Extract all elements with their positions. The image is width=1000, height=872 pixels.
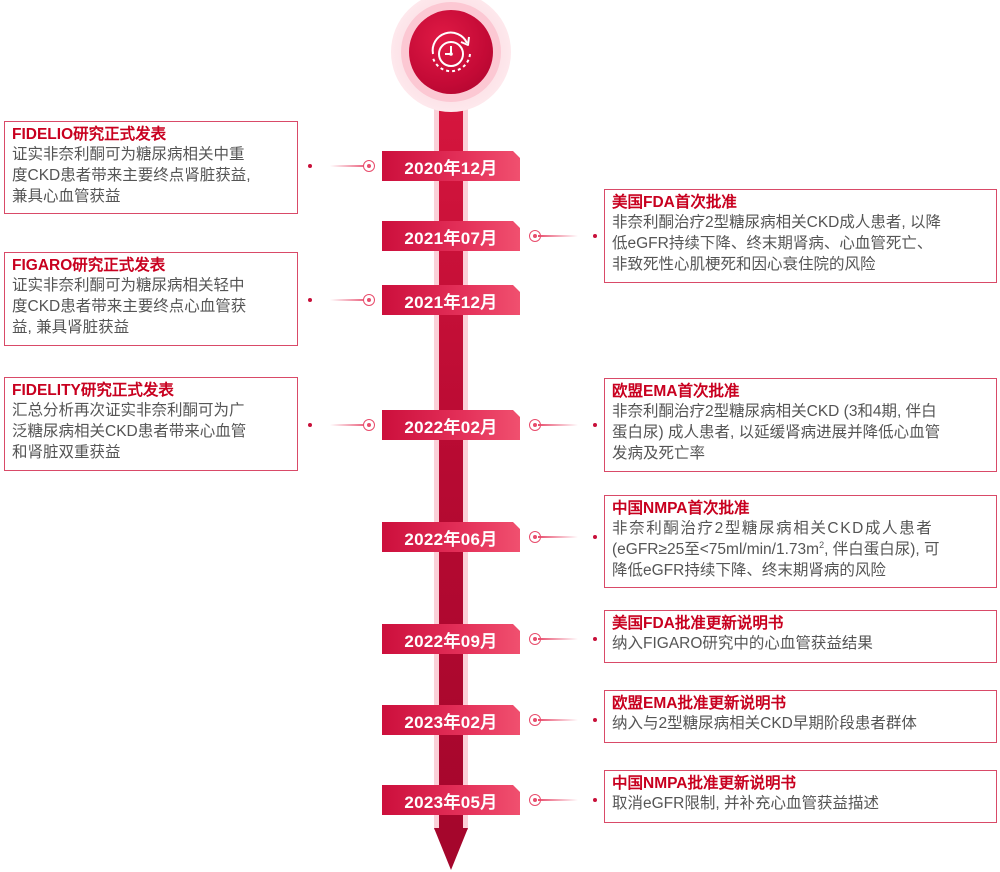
superscript: 2 — [819, 539, 825, 550]
event-body-line: 益, 兼具肾脏获益 — [12, 319, 130, 336]
date-label: 2022年02月 — [382, 410, 520, 440]
connector-ring-icon — [363, 160, 375, 172]
date-label: 2021年07月 — [382, 221, 520, 251]
event-card-fda-approval: 美国FDA首次批准 非奈利酮治疗2型糖尿病相关CKD成人患者, 以降 低eGFR… — [604, 189, 997, 283]
clock-refresh-icon — [409, 10, 493, 94]
connector-line — [538, 235, 578, 237]
event-card-fda-label-update: 美国FDA批准更新说明书 纳入FIGARO研究中的心血管获益结果 — [604, 610, 997, 663]
event-body-line: 发病及死亡率 — [612, 445, 706, 462]
event-body-text: , 伴白蛋白尿), 可 — [824, 541, 940, 558]
event-title: 中国NMPA首次批准 — [612, 500, 750, 517]
event-body-line: 非致死性心肌梗死和因心衰住院的风险 — [612, 256, 876, 273]
event-title: 美国FDA批准更新说明书 — [612, 615, 784, 632]
connector-dot — [593, 423, 597, 427]
event-title: 美国FDA首次批准 — [612, 194, 737, 211]
connector-dot — [308, 423, 312, 427]
event-title: 中国NMPA批准更新说明书 — [612, 775, 796, 792]
event-body-line: 非奈利酮治疗2型糖尿病相关CKD成人患者 — [612, 520, 934, 537]
date-label: 2023年02月 — [382, 705, 520, 735]
connector-ring-icon — [363, 419, 375, 431]
event-card-fidelio: FIDELIO研究正式发表 证实非奈利酮可为糖尿病相关中重 度CKD患者带来主要… — [4, 121, 298, 214]
connector-dot — [308, 164, 312, 168]
event-body-line: 证实非奈利酮可为糖尿病相关轻中 — [12, 277, 245, 294]
connector-dot — [593, 535, 597, 539]
event-body-line: 纳入与2型糖尿病相关CKD早期阶段患者群体 — [612, 715, 917, 732]
event-body-line: 和肾脏双重获益 — [12, 444, 121, 461]
event-body-line: 非奈利酮治疗2型糖尿病相关CKD成人患者, 以降 — [612, 214, 941, 231]
event-body-line: (eGFR≥25至<75ml/min/1.73m2, 伴白蛋白尿), 可 — [612, 539, 990, 560]
event-title: FIDELIO研究正式发表 — [12, 126, 167, 143]
date-label: 2021年12月 — [382, 285, 520, 315]
event-card-ema-approval: 欧盟EMA首次批准 非奈利酮治疗2型糖尿病相关CKD (3和4期, 伴白 蛋白尿… — [604, 378, 997, 472]
connector-line — [330, 424, 370, 426]
event-card-ema-label-update: 欧盟EMA批准更新说明书 纳入与2型糖尿病相关CKD早期阶段患者群体 — [604, 690, 997, 743]
event-title: 欧盟EMA首次批准 — [612, 383, 740, 400]
event-body-line: 低eGFR持续下降、终末期肾病、心血管死亡、 — [612, 235, 933, 252]
connector-dot — [593, 637, 597, 641]
event-body-line: 纳入FIGARO研究中的心血管获益结果 — [612, 635, 873, 652]
event-card-nmpa-approval: 中国NMPA首次批准 非奈利酮治疗2型糖尿病相关CKD成人患者 (eGFR≥25… — [604, 495, 997, 588]
event-card-figaro: FIGARO研究正式发表 证实非奈利酮可为糖尿病相关轻中 度CKD患者带来主要终… — [4, 252, 298, 346]
event-body-line: 非奈利酮治疗2型糖尿病相关CKD (3和4期, 伴白 — [612, 403, 937, 420]
connector-dot — [593, 234, 597, 238]
connector-line — [538, 719, 578, 721]
event-body-text: (eGFR≥25至<75ml/min/1.73m — [612, 541, 820, 558]
event-body-line: 度CKD患者带来主要终点肾脏获益, — [12, 167, 251, 184]
connector-dot — [593, 718, 597, 722]
date-label: 2022年09月 — [382, 624, 520, 654]
connector-line — [538, 536, 578, 538]
connector-dot — [593, 798, 597, 802]
connector-line — [538, 799, 578, 801]
event-card-fidelity: FIDELITY研究正式发表 汇总分析再次证实非奈利酮可为广 泛糖尿病相关CKD… — [4, 377, 298, 471]
connector-line — [330, 299, 370, 301]
event-title: FIGARO研究正式发表 — [12, 257, 166, 274]
connector-ring-icon — [529, 230, 541, 242]
connector-line — [538, 638, 578, 640]
event-body-line: 兼具心血管获益 — [12, 188, 121, 205]
connector-ring-icon — [529, 714, 541, 726]
connector-dot — [308, 298, 312, 302]
event-body-line: 泛糖尿病相关CKD患者带来心血管 — [12, 423, 247, 440]
event-body-line: 度CKD患者带来主要终点心血管获 — [12, 298, 247, 315]
event-body-line: 降低eGFR持续下降、终末期肾病的风险 — [612, 562, 886, 579]
event-title: FIDELITY研究正式发表 — [12, 382, 174, 399]
date-label: 2023年05月 — [382, 785, 520, 815]
date-label: 2022年06月 — [382, 522, 520, 552]
event-body-line: 取消eGFR限制, 并补充心血管获益描述 — [612, 795, 879, 812]
connector-ring-icon — [363, 294, 375, 306]
arrow-down-icon — [434, 828, 468, 870]
event-card-nmpa-label-update: 中国NMPA批准更新说明书 取消eGFR限制, 并补充心血管获益描述 — [604, 770, 997, 823]
event-body-line: 汇总分析再次证实非奈利酮可为广 — [12, 402, 245, 419]
event-body-line: 蛋白尿) 成人患者, 以延缓肾病进展并降低心血管 — [612, 424, 941, 441]
connector-line — [538, 424, 578, 426]
date-label: 2020年12月 — [382, 151, 520, 181]
event-body-line: 证实非奈利酮可为糖尿病相关中重 — [12, 146, 245, 163]
connector-line — [330, 165, 370, 167]
event-title: 欧盟EMA批准更新说明书 — [612, 695, 786, 712]
